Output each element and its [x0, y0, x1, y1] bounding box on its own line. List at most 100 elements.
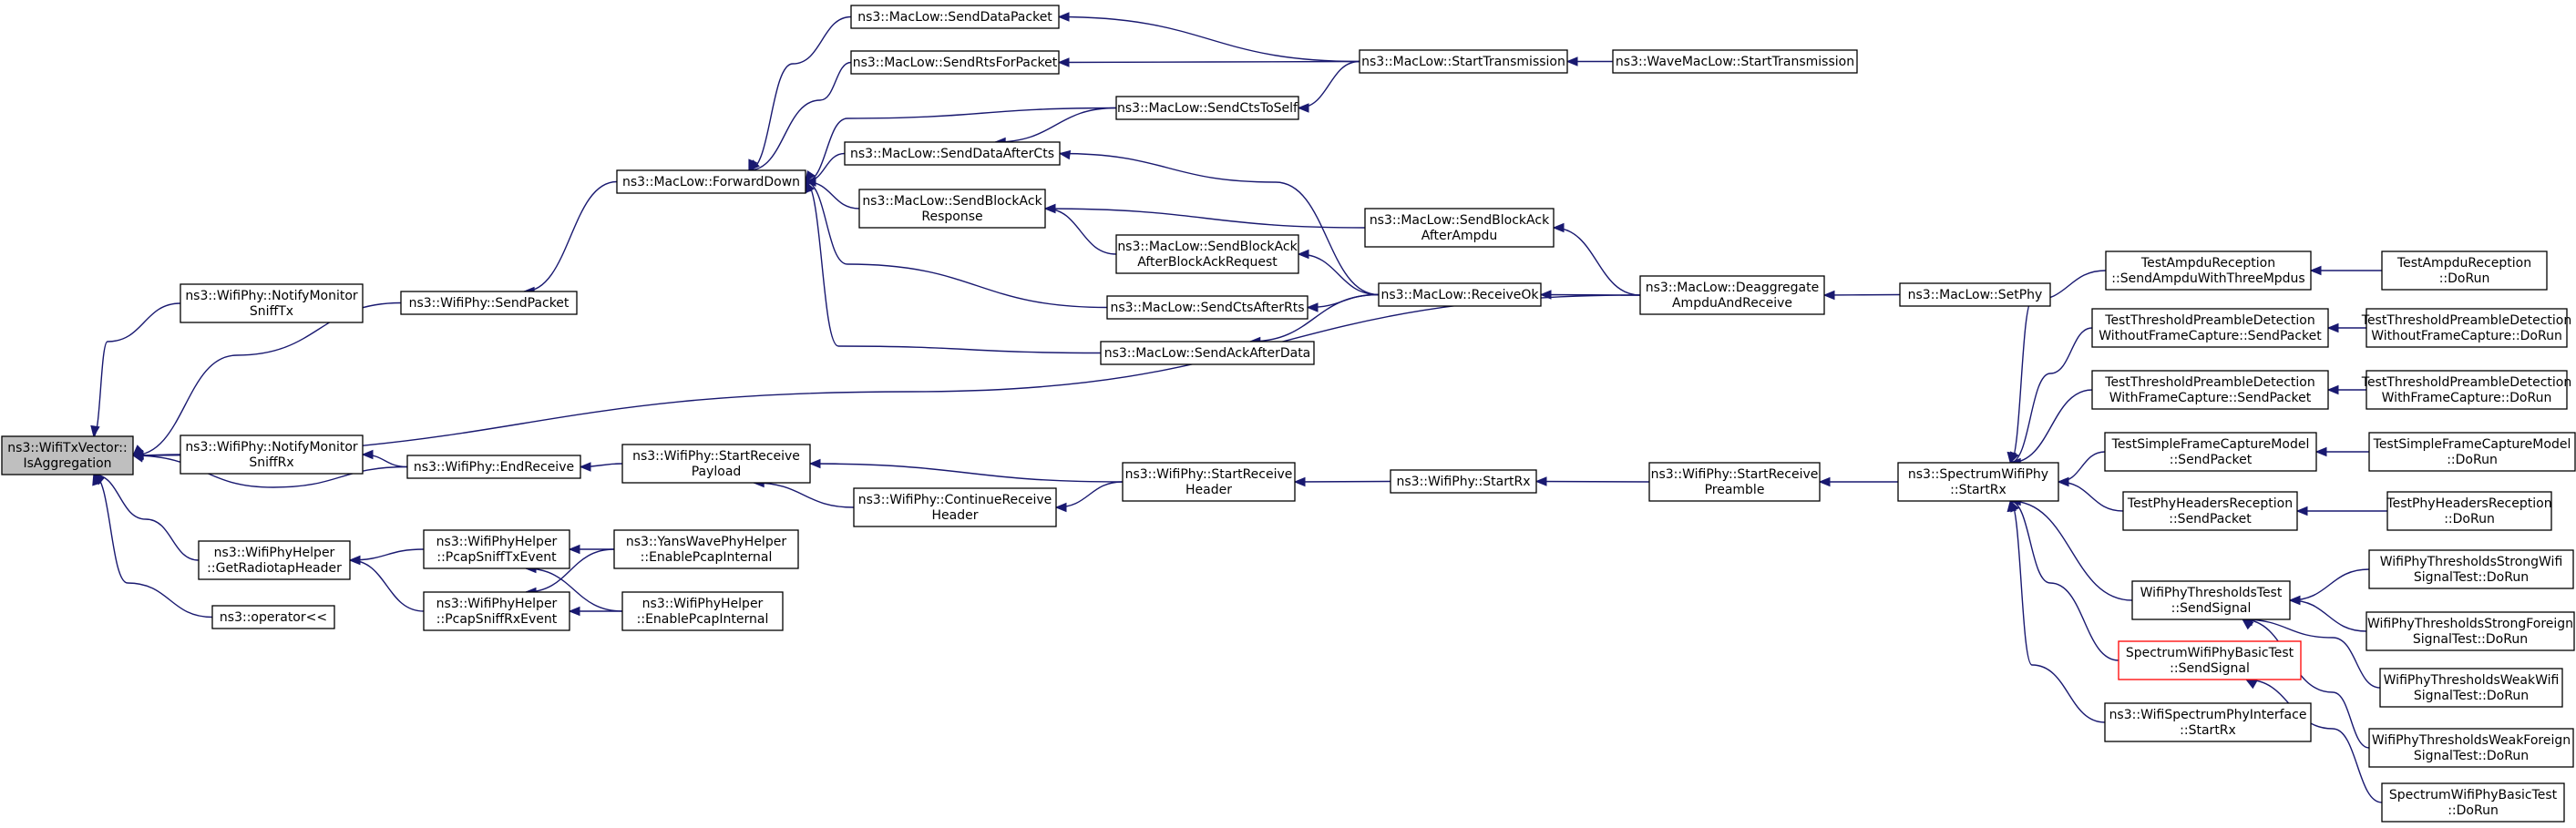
graph-node-forwarddown[interactable]: ns3::MacLow::ForwardDown	[616, 169, 806, 194]
node-box-forwarddown[interactable]	[616, 169, 806, 194]
graph-node-strongforeigndorun[interactable]: WifiPhyThresholdsStrongForeignSignalTest…	[2366, 611, 2575, 651]
node-box-sendpacket[interactable]	[400, 291, 578, 315]
graph-node-weakforeigndorun[interactable]: WifiPhyThresholdsWeakForeignSignalTest::…	[2368, 728, 2574, 768]
graph-node-headersdorun[interactable]: TestPhyHeadersReception::DoRun	[2386, 491, 2552, 531]
graph-node-starttransmission[interactable]: ns3::MacLow::StartTransmission	[1359, 49, 1568, 74]
node-box-wavestarttransmission[interactable]	[1612, 49, 1858, 74]
graph-node-strongwifidorun[interactable]: WifiPhyThresholdsStrongWifiSignalTest::D…	[2368, 549, 2574, 589]
node-box-ampdudorun[interactable]	[2381, 250, 2548, 291]
graph-node-threshwithoutdorun[interactable]: TestThresholdPreambleDetectionWithoutFra…	[2361, 308, 2571, 348]
graph-node-startrx[interactable]: ns3::WifiPhy::StartRx	[1390, 469, 1537, 494]
graph-node-headerssend[interactable]: TestPhyHeadersReception::SendPacket	[2122, 491, 2298, 531]
graph-node-thresholdstestsend[interactable]: WifiPhyThresholdsTest::SendSignal	[2131, 580, 2291, 620]
node-box-weakforeigndorun[interactable]	[2368, 728, 2574, 768]
node-box-sendctstoself[interactable]	[1115, 96, 1299, 120]
node-box-thresholdstestsend[interactable]	[2131, 580, 2291, 620]
graph-node-threshwithoutsend[interactable]: TestThresholdPreambleDetectionWithoutFra…	[2091, 308, 2329, 348]
graph-node-receiveok[interactable]: ns3::MacLow::ReceiveOk	[1378, 282, 1542, 307]
graph-node-sendrtsforpacket[interactable]: ns3::MacLow::SendRtsForPacket	[850, 50, 1060, 75]
node-box-threshwithsend[interactable]	[2091, 370, 2329, 410]
graph-node-ampdusend[interactable]: TestAmpduReception::SendAmpduWithThreeMp…	[2105, 250, 2312, 291]
graph-node-threshwithdorun[interactable]: TestThresholdPreambleDetectionWithFrameC…	[2361, 370, 2571, 410]
graph-node-sendpacket[interactable]: ns3::WifiPhy::SendPacket	[400, 291, 578, 315]
node-box-yansenablepcap[interactable]	[613, 529, 799, 569]
node-box-weakwifidorun[interactable]	[2379, 668, 2563, 708]
graph-node-setphy[interactable]: ns3::MacLow::SetPhy	[1899, 282, 2051, 307]
node-box-setphy[interactable]	[1899, 282, 2051, 307]
graph-node-sendctsafterrts[interactable]: ns3::MacLow::SendCtsAfterRts	[1106, 295, 1309, 320]
node-box-threshwithdorun[interactable]	[2366, 370, 2568, 410]
node-box-strongforeigndorun[interactable]	[2366, 611, 2575, 651]
node-box-pcapsniffrxevent[interactable]	[423, 591, 570, 631]
node-box-threshwithoutdorun[interactable]	[2366, 308, 2568, 348]
node-box-spectrumstartrx[interactable]	[1897, 462, 2059, 502]
node-box-startrx[interactable]	[1390, 469, 1537, 494]
node-box-sendrtsforpacket[interactable]	[850, 50, 1060, 75]
node-box-receiveok[interactable]	[1378, 282, 1542, 307]
node-box-senddatapacket[interactable]	[850, 5, 1060, 29]
node-box-headersdorun[interactable]	[2386, 491, 2552, 531]
graph-node-senddatapacket[interactable]: ns3::MacLow::SendDataPacket	[850, 5, 1060, 29]
node-box-sendblockackresponse[interactable]	[858, 189, 1046, 229]
node-box-startreceivepayload[interactable]	[621, 444, 811, 484]
node-box-startreceiveheader[interactable]	[1122, 462, 1296, 502]
graph-node-pcapsnifftxevent[interactable]: ns3::WifiPhyHelper::PcapSniffTxEvent	[423, 529, 570, 569]
node-box-senddataaftercts[interactable]	[844, 141, 1061, 166]
graph-node-sendctstoself[interactable]: ns3::MacLow::SendCtsToSelf	[1115, 96, 1299, 120]
node-box-ampdusend[interactable]	[2105, 250, 2312, 291]
node-box-basictestdorun[interactable]	[2381, 782, 2565, 823]
node-box-pcapsnifftxevent[interactable]	[423, 529, 570, 569]
graph-node-spectrumstartrx[interactable]: ns3::SpectrumWifiPhy::StartRx	[1897, 462, 2059, 502]
node-box-sendackafterdata[interactable]	[1100, 341, 1315, 365]
node-box-sendctsafterrts[interactable]	[1106, 295, 1309, 320]
node-box-basictestsend[interactable]	[2118, 640, 2302, 680]
graph-node-getradiotapheader[interactable]: ns3::WifiPhyHelper::GetRadiotapHeader	[198, 540, 351, 580]
graph-node-endreceive[interactable]: ns3::WifiPhy::EndReceive	[406, 455, 581, 479]
graph-node-yansenablepcap[interactable]: ns3::YansWavePhyHelper::EnablePcapIntern…	[613, 529, 799, 569]
graph-node-operatorlshift[interactable]: ns3::operator<<	[211, 605, 335, 629]
graph-node-wavestarttransmission[interactable]: ns3::WaveMacLow::StartTransmission	[1612, 49, 1858, 74]
node-box-continuereceiveheader[interactable]	[853, 487, 1057, 527]
node-box-simplecapturedorun[interactable]	[2368, 432, 2576, 472]
graph-node-simplecapturesend[interactable]: TestSimpleFrameCaptureModel::SendPacket	[2104, 432, 2317, 472]
node-box-startreceivepreamble[interactable]	[1648, 462, 1821, 502]
graph-node-isagg[interactable]: ns3::WifiTxVector::IsAggregation	[1, 435, 134, 475]
node-box-endreceive[interactable]	[406, 455, 581, 479]
node-box-headerssend[interactable]	[2122, 491, 2298, 531]
node-box-deaggregate[interactable]	[1639, 275, 1825, 315]
graph-node-basictestsend[interactable]: SpectrumWifiPhyBasicTest::SendSignal	[2118, 640, 2302, 680]
node-box-operatorlshift[interactable]	[211, 605, 335, 629]
node-box-simplecapturesend[interactable]	[2104, 432, 2317, 472]
graph-node-wifienablepcap[interactable]: ns3::WifiPhyHelper::EnablePcapInternal	[621, 591, 784, 631]
graph-node-sendblockackafterbar[interactable]: ns3::MacLow::SendBlockAckAfterBlockAckRe…	[1115, 234, 1299, 274]
graph-node-spectruminterfacestartrx[interactable]: ns3::WifiSpectrumPhyInterface::StartRx	[2104, 702, 2312, 742]
node-box-spectruminterfacestartrx[interactable]	[2104, 702, 2312, 742]
node-box-sendblockackafterampdu[interactable]	[1364, 208, 1555, 248]
graph-node-weakwifidorun[interactable]: WifiPhyThresholdsWeakWifiSignalTest::DoR…	[2379, 668, 2563, 708]
graph-node-simplecapturedorun[interactable]: TestSimpleFrameCaptureModel::DoRun	[2368, 432, 2576, 472]
node-box-threshwithoutsend[interactable]	[2091, 308, 2329, 348]
node-box-wifienablepcap[interactable]	[621, 591, 784, 631]
node-box-starttransmission[interactable]	[1359, 49, 1568, 74]
node-box-sendblockackafterbar[interactable]	[1115, 234, 1299, 274]
graph-node-ampdudorun[interactable]: TestAmpduReception::DoRun	[2381, 250, 2548, 291]
graph-node-basictestdorun[interactable]: SpectrumWifiPhyBasicTest::DoRun	[2381, 782, 2565, 823]
node-box-getradiotapheader[interactable]	[198, 540, 351, 580]
node-box-notifymonitorrx[interactable]	[180, 434, 364, 475]
graph-node-senddataaftercts[interactable]: ns3::MacLow::SendDataAfterCts	[844, 141, 1061, 166]
graph-node-sendackafterdata[interactable]: ns3::MacLow::SendAckAfterData	[1100, 341, 1315, 365]
node-box-notifymonitortx[interactable]	[180, 283, 364, 323]
graph-node-pcapsniffrxevent[interactable]: ns3::WifiPhyHelper::PcapSniffRxEvent	[423, 591, 570, 631]
graph-node-threshwithsend[interactable]: TestThresholdPreambleDetectionWithFrameC…	[2091, 370, 2329, 410]
node-box-strongwifidorun[interactable]	[2368, 549, 2574, 589]
node-box-isagg[interactable]	[1, 435, 134, 475]
